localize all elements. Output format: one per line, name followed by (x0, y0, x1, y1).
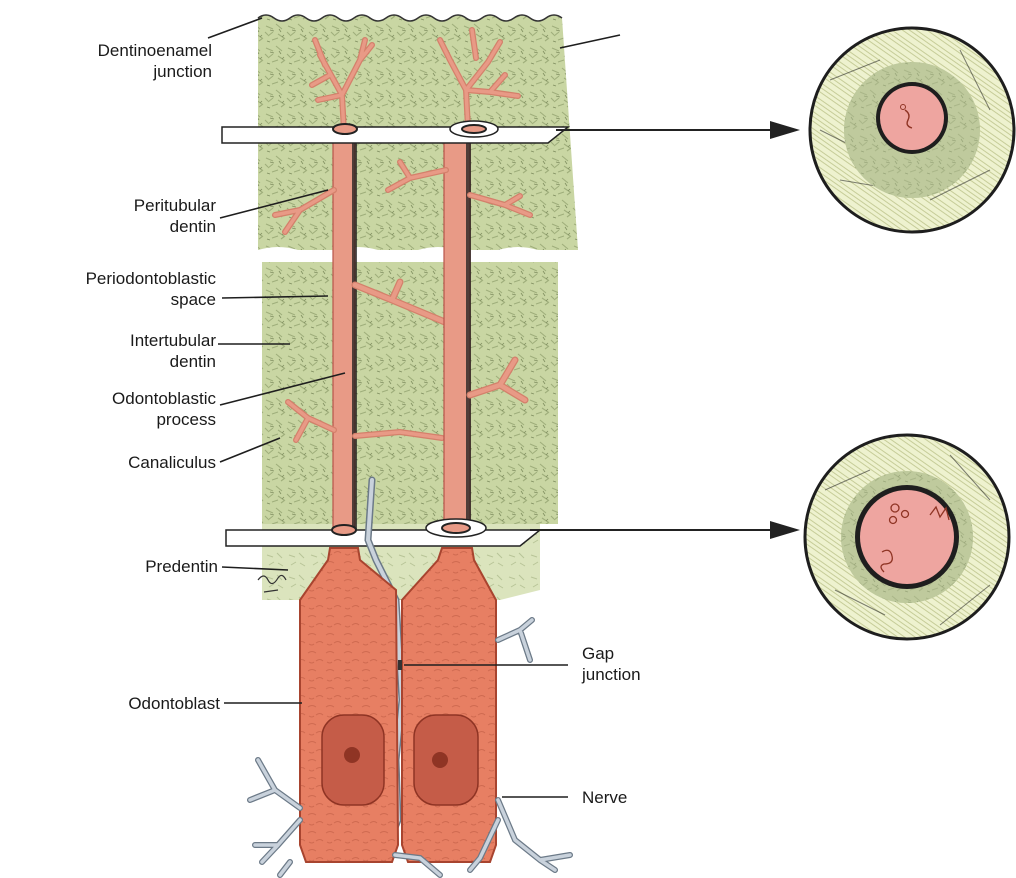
label-dej-line2: junction (30, 61, 212, 82)
label-canaliculus-text: Canaliculus (30, 452, 216, 473)
label-predentin: Predentin (30, 556, 218, 577)
label-intertubular-line1: Intertubular (30, 330, 216, 351)
arrow-upper-icon (770, 121, 800, 139)
arrow-lower-icon (770, 521, 800, 539)
label-intertubular-line2: dentin (30, 351, 216, 372)
label-odontoblastic-process-line1: Odontoblastic (30, 388, 216, 409)
label-dentinoenamel-junction: Dentinoenamel junction (30, 40, 212, 82)
gap-junction-mark (398, 660, 402, 670)
label-intertubular-dentin: Intertubular dentin (30, 330, 216, 372)
label-odontoblast: Odontoblast (30, 693, 220, 714)
label-odontoblast-text: Odontoblast (30, 693, 220, 714)
cross-section-upper (810, 28, 1014, 232)
label-peritubular-line2: dentin (30, 216, 216, 237)
label-predentin-text: Predentin (30, 556, 218, 577)
process-cross-section-lower (860, 490, 954, 584)
label-gap-junction-line1: Gap (582, 643, 722, 664)
label-odontoblastic-process-line2: process (30, 409, 216, 430)
odontoblast-cell-right (402, 548, 496, 862)
label-peritubular-line1: Peritubular (30, 195, 216, 216)
label-odontoblastic-process: Odontoblastic process (30, 388, 216, 430)
label-periodontoblastic-space: Periodontoblastic space (0, 268, 216, 310)
cross-section-lower (805, 435, 1009, 639)
label-gap-junction: Gap junction (582, 643, 722, 685)
label-nerve-text: Nerve (582, 787, 722, 808)
label-nerve: Nerve (582, 787, 722, 808)
label-peritubular-dentin: Peritubular dentin (30, 195, 216, 237)
odontoblast-cell-left (300, 548, 398, 862)
label-periodontoblastic-line2: space (0, 289, 216, 310)
label-gap-junction-line2: junction (582, 664, 722, 685)
process-cross-section-upper (880, 86, 944, 150)
label-periodontoblastic-line1: Periodontoblastic (0, 268, 216, 289)
label-canaliculus: Canaliculus (30, 452, 216, 473)
label-dej-line1: Dentinoenamel (30, 40, 212, 61)
